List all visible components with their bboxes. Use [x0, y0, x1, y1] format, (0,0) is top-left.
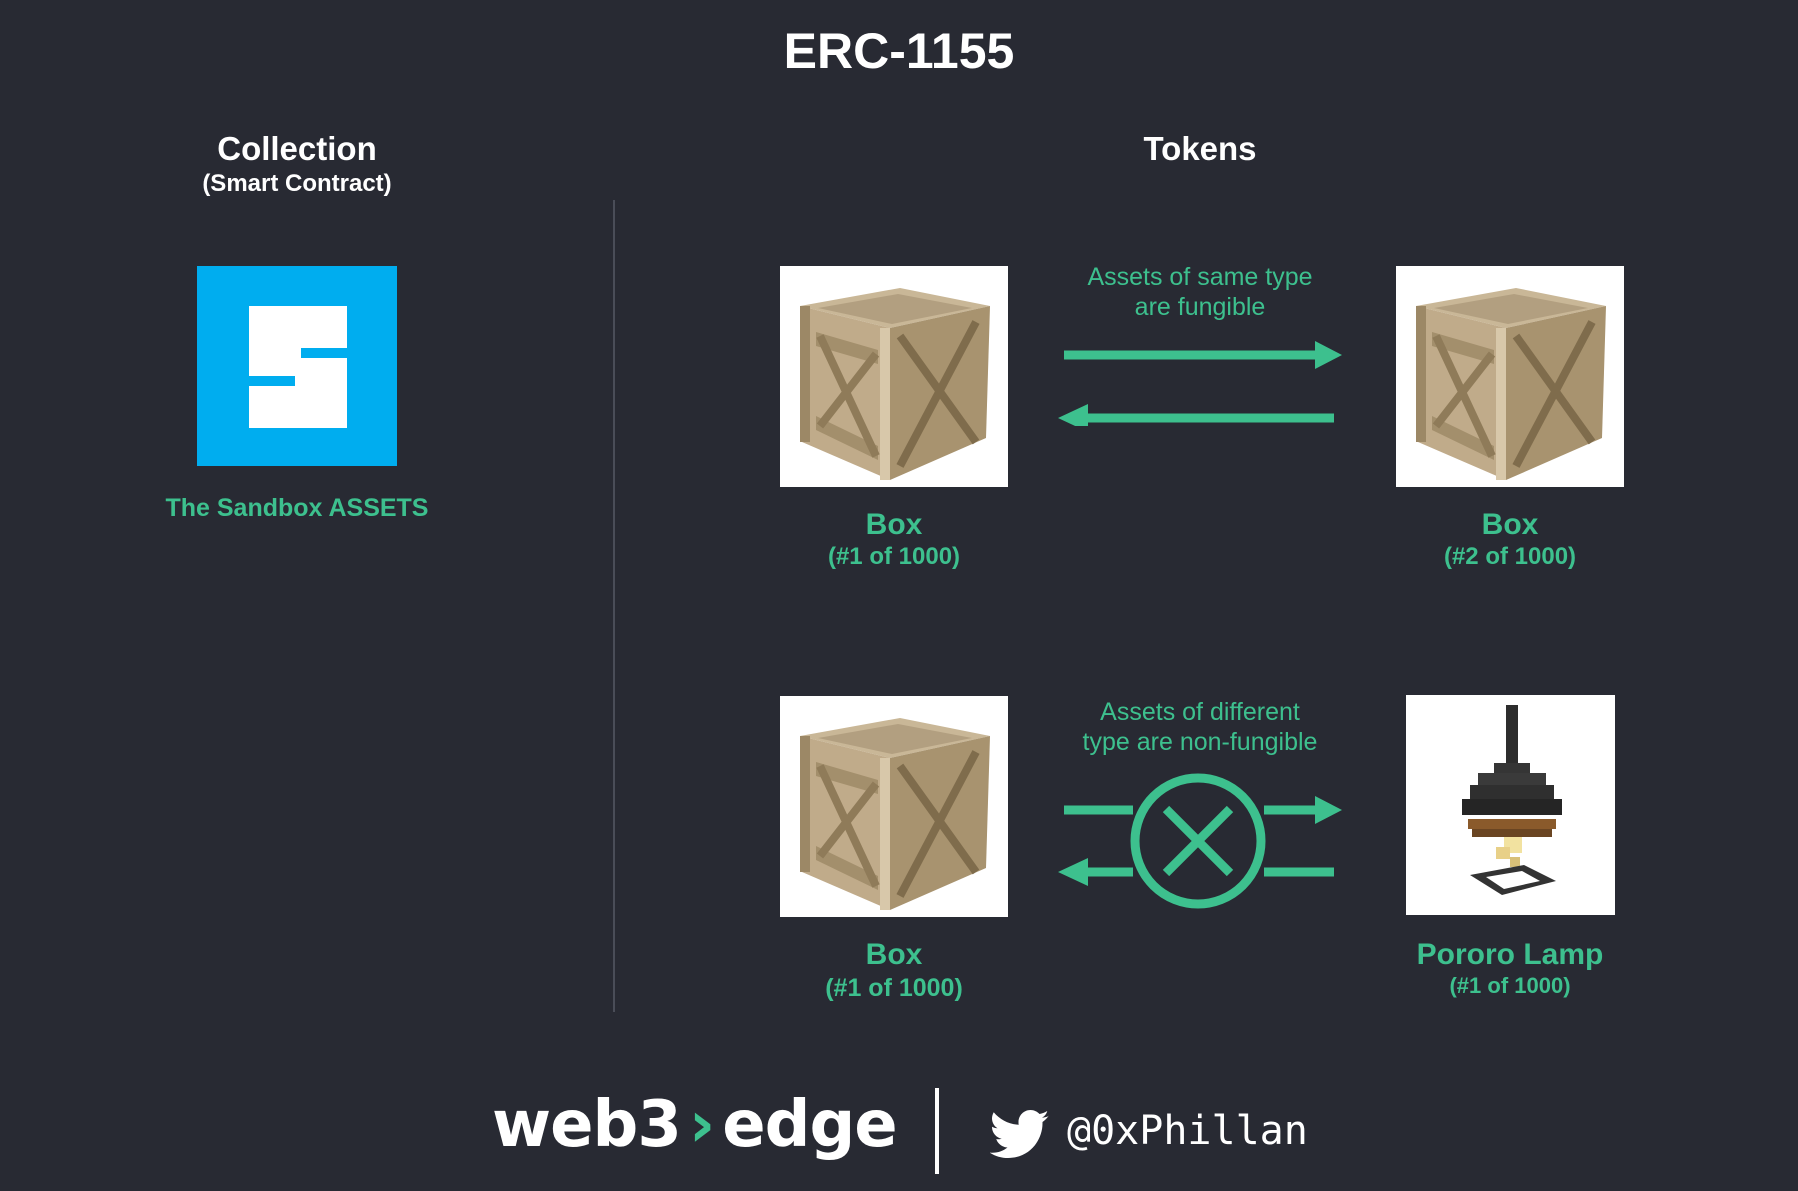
token-name: Box — [865, 508, 923, 541]
fungible-note: Assets of same type are fungible — [1050, 262, 1350, 322]
crate-icon — [780, 266, 1008, 487]
arrow-left-head — [1058, 404, 1088, 426]
box-token-image — [780, 266, 1008, 487]
box-token-image — [780, 696, 1008, 917]
fungible-note-line1: Assets of same type — [1087, 263, 1313, 291]
box-token-image — [1396, 266, 1624, 487]
page-title: ERC-1155 — [783, 23, 1015, 79]
web3edge-logo: web3›edge — [492, 1088, 898, 1162]
sandbox-s-icon — [249, 306, 347, 428]
blocked-circle-icon — [1130, 773, 1266, 909]
crate-icon — [1396, 266, 1624, 487]
token-edition: (#2 of 1000) — [1443, 543, 1577, 570]
twitter-icon — [990, 1110, 1049, 1158]
lamp-icon — [1462, 705, 1562, 895]
footer-separator — [935, 1088, 939, 1174]
non-fungible-note-line2: type are non-fungible — [1082, 728, 1318, 756]
arrow-right-head — [1315, 796, 1342, 824]
sandbox-logo — [197, 266, 397, 466]
lamp-token-image — [1406, 695, 1615, 915]
collection-name: The Sandbox ASSETS — [165, 494, 429, 522]
arrow-right-head — [1315, 341, 1342, 369]
brand-chevron-icon: › — [688, 1088, 715, 1162]
cross-icon — [1162, 805, 1234, 877]
token-edition: (#1 of 1000) — [825, 974, 963, 1002]
brand-left: web3 — [492, 1088, 682, 1162]
non-fungible-note: Assets of different type are non-fungibl… — [1050, 697, 1350, 757]
tokens-heading: Tokens — [1143, 130, 1257, 167]
token-edition: (#1 of 1000) — [827, 543, 961, 570]
token-name: Box — [865, 938, 923, 971]
column-divider — [613, 200, 615, 1012]
non-fungible-note-line1: Assets of different — [1100, 698, 1300, 726]
fungible-note-line2: are fungible — [1134, 293, 1266, 321]
token-name: Pororo Lamp — [1416, 938, 1604, 971]
token-edition: (#1 of 1000) — [1449, 973, 1571, 998]
token-name: Box — [1481, 508, 1539, 541]
collection-subheading: (Smart Contract) — [202, 170, 392, 197]
non-fungible-arrows — [1058, 773, 1342, 909]
arrow-left-head — [1058, 858, 1088, 886]
brand-right: edge — [722, 1088, 897, 1162]
fungible-arrows — [1058, 341, 1342, 426]
twitter-handle: @0xPhillan — [1067, 1108, 1308, 1154]
collection-heading: Collection — [217, 130, 377, 167]
crate-icon — [780, 696, 1008, 917]
